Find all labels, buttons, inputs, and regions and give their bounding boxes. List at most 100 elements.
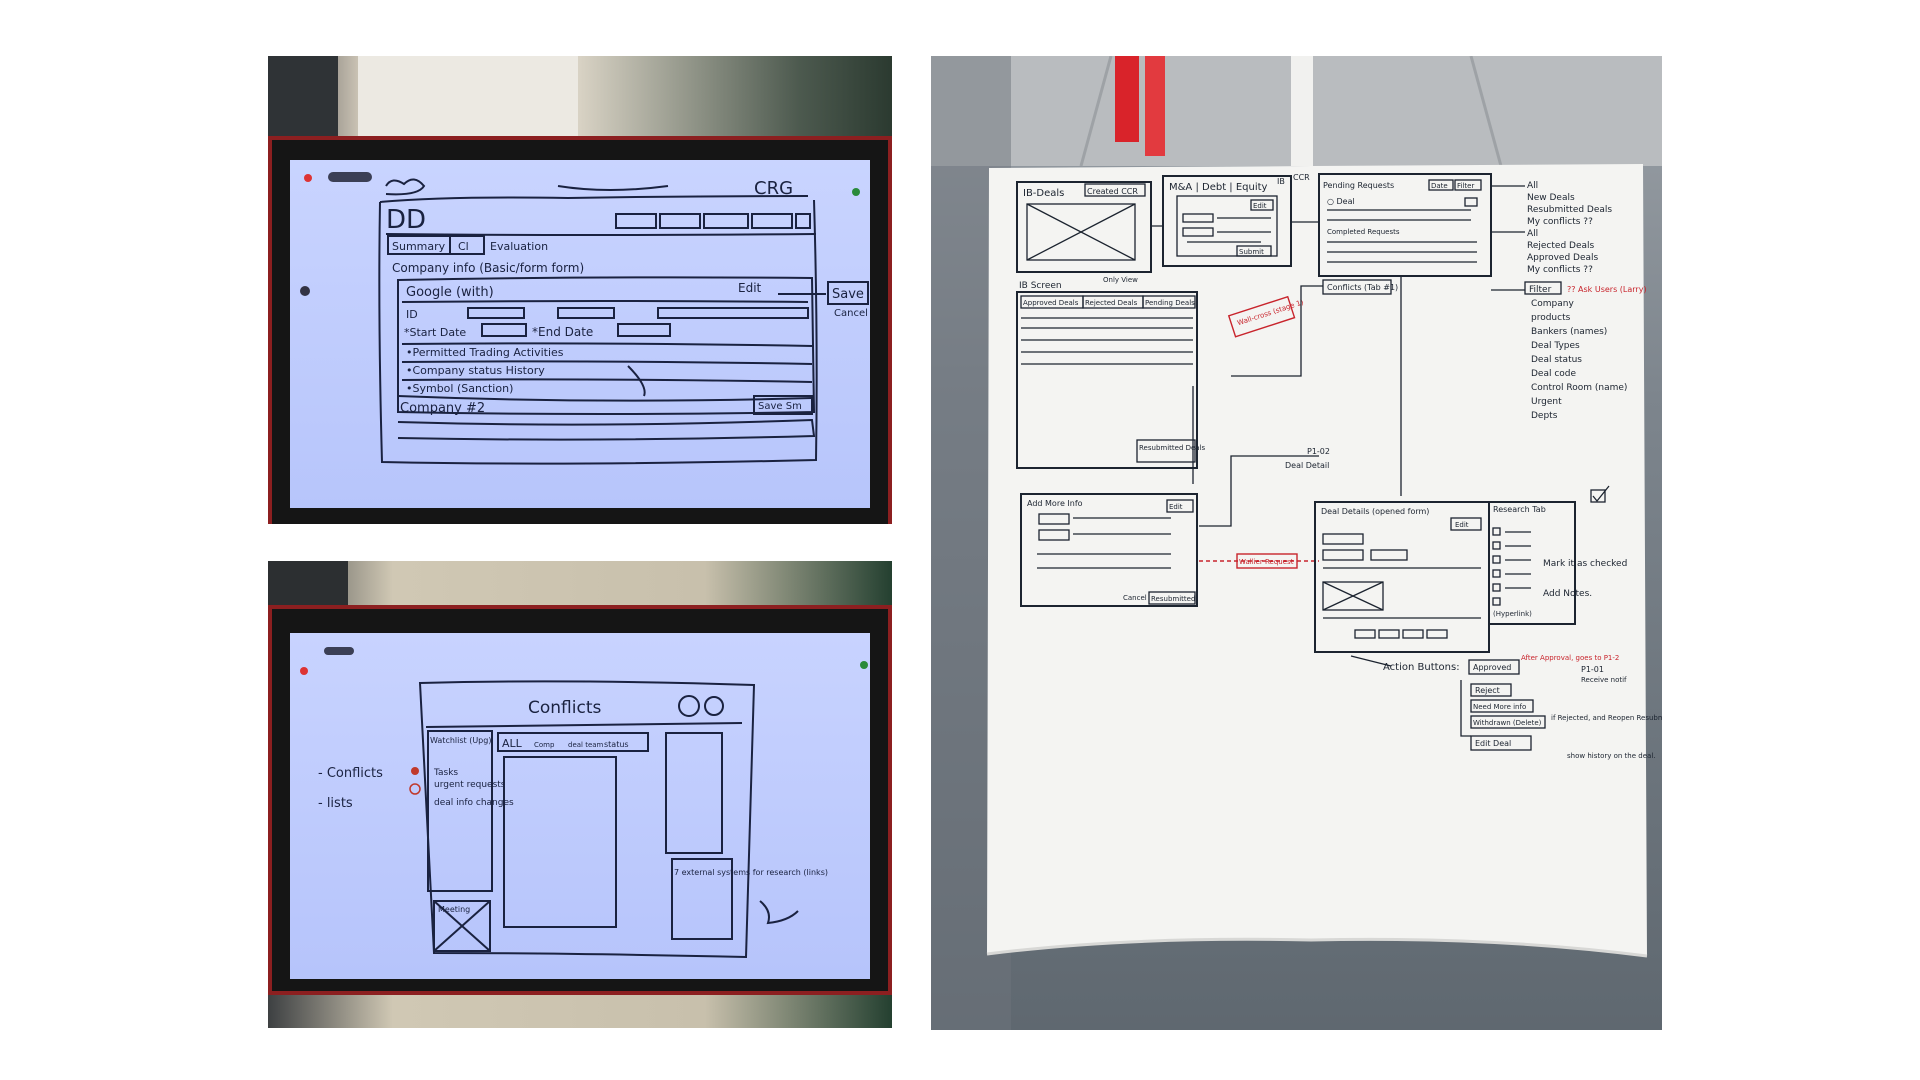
id-label: ID [406, 308, 418, 321]
only-view-label: Only View [1103, 276, 1138, 284]
row-history: •Company status History [406, 364, 545, 377]
photo-bottom-left-svg: Conflicts Watchlist (Upg) Tasks urgent r… [268, 561, 892, 1028]
photo-right-svg: IB-Deals Created CCR M&A | Debt | Equity… [931, 56, 1662, 1030]
resubmitted-button: Resubmitted [1151, 595, 1195, 603]
wallier-request: Wallier Request [1239, 558, 1294, 566]
ask-users-note: ?? Ask Users (Larry) [1567, 285, 1647, 294]
watchlist-header: Watchlist (Upg) [430, 736, 491, 745]
cancel-button: Cancel [834, 308, 868, 319]
pending-requests: Pending Requests [1323, 181, 1394, 190]
filter-options: Company products Bankers (names) Deal Ty… [1531, 299, 1627, 421]
date-label: Date [1431, 182, 1448, 190]
action-buttons-label: Action Buttons: [1383, 662, 1460, 673]
filter-status: status [604, 740, 629, 749]
filter-option-2: Bankers (names) [1531, 327, 1607, 337]
add-info-edit: Edit [1169, 503, 1183, 511]
filter-option-0: Company [1531, 299, 1574, 309]
rejected-deals: Rejected Deals [1085, 299, 1138, 307]
filter-option-7: Urgent [1531, 397, 1562, 407]
add-notes: Add Notes. [1543, 589, 1592, 599]
withdrawn-button: Withdrawn (Delete) [1473, 719, 1542, 727]
filter-dropdown: Filter [1529, 285, 1552, 295]
start-date: *Start Date [404, 326, 466, 339]
receive-notif: Receive notif [1581, 676, 1627, 684]
filter-dealteam: deal team [568, 741, 604, 749]
header-right: CRG [754, 178, 793, 199]
conflicts-tab: Conflicts (Tab #1) [1327, 283, 1398, 292]
company-name: Google (with) [406, 285, 494, 300]
mda-submit: Submit [1239, 248, 1264, 256]
deal-item: ○ Deal [1327, 197, 1355, 206]
conflicts-title: Conflicts [528, 698, 601, 718]
side-conflicts: - Conflicts [318, 766, 383, 781]
show-history-note: show history on the deal. [1567, 752, 1655, 760]
ib-screen-label: IB Screen [1019, 281, 1062, 291]
approved-deals: Approved Deals [1023, 299, 1079, 307]
filter-option-6: Control Room (name) [1531, 383, 1627, 393]
meeting-label: Meeting [438, 905, 470, 914]
dropdown-completed-1: Rejected Deals [1527, 241, 1594, 251]
dropdown-pending: All New Deals Resubmitted Deals My confl… [1527, 181, 1612, 227]
company2-label: Company #2 [400, 401, 485, 416]
deal-details-edit: Edit [1455, 521, 1469, 529]
p1-01-label: P1-01 [1581, 665, 1604, 674]
dropdown-pending-2: Resubmitted Deals [1527, 205, 1612, 215]
dropdown-pending-3: My conflicts ?? [1527, 217, 1593, 227]
mda-title: M&A | Debt | Equity [1169, 182, 1268, 193]
dropdown-pending-0: All [1527, 181, 1538, 191]
filter-option-8: Depts [1531, 411, 1558, 421]
p1-02-label: P1-02 [1307, 447, 1330, 456]
created-ccr-label: Created CCR [1087, 187, 1138, 196]
filter-all: ALL [502, 737, 523, 750]
resubmitted-deals: Resubmitted Deals [1139, 444, 1206, 452]
tab-evaluation: Evaluation [490, 240, 548, 253]
edit-link: Edit [738, 281, 762, 295]
photo-bottom-left: Conflicts Watchlist (Upg) Tasks urgent r… [268, 561, 892, 1028]
row-permitted: •Permitted Trading Activities [406, 346, 564, 359]
research-tab: Research Tab [1493, 505, 1546, 514]
ccr-tag: CCR [1293, 173, 1310, 182]
if-rejected-note: if Rejected, and Reopen Resubmit [1551, 714, 1662, 722]
list-item-dealinfo: deal info changes [434, 798, 514, 808]
external-systems-note: 7 external systems for research (links) [674, 868, 828, 877]
section-title: Company info (Basic/form form) [392, 261, 584, 275]
dropdown-completed-3: My conflicts ?? [1527, 265, 1593, 275]
photo-right: IB-Deals Created CCR M&A | Debt | Equity… [931, 56, 1662, 1030]
side-lists: - lists [318, 796, 353, 811]
need-more-info-button: Need More info [1473, 703, 1526, 711]
dropdown-pending-1: New Deals [1527, 193, 1575, 203]
filter-comp: Comp [534, 741, 555, 749]
dropdown-completed-0: All [1527, 229, 1538, 239]
hyperlink-note: (Hyperlink) [1493, 610, 1532, 618]
completed-requests: Completed Requests [1327, 228, 1400, 236]
photo-top-left-svg: CRG DD Summary Cl Evaluation Company inf… [268, 56, 892, 524]
deal-details-title: Deal Details (opened form) [1321, 507, 1429, 516]
filter-option-1: products [1531, 313, 1571, 323]
row-symbol: •Symbol (Sanction) [406, 382, 513, 395]
save-small: Save Sm [758, 401, 802, 412]
edit-deal-button: Edit Deal [1475, 739, 1511, 748]
filter-label-top: Filter [1457, 182, 1474, 190]
deal-detail-label: Deal Detail [1285, 461, 1329, 470]
filter-option-5: Deal code [1531, 369, 1577, 379]
ib-tag: IB [1277, 177, 1285, 186]
filter-option-4: Deal status [1531, 355, 1582, 365]
list-item-urgent: urgent requests [434, 780, 506, 790]
mark-checked: Mark it as checked [1543, 559, 1627, 569]
photo-top-left: CRG DD Summary Cl Evaluation Company inf… [268, 56, 892, 524]
dropdown-completed-2: Approved Deals [1527, 253, 1599, 263]
filter-option-3: Deal Types [1531, 341, 1580, 351]
after-approval-note: After Approval, goes to P1-2 [1521, 654, 1619, 662]
ib-deals-label: IB-Deals [1023, 188, 1064, 199]
reject-button: Reject [1475, 686, 1500, 695]
mda-edit: Edit [1253, 202, 1267, 210]
add-more-info: Add More Info [1027, 499, 1083, 508]
page-title: DD [386, 205, 426, 235]
save-button: Save [832, 287, 864, 302]
add-info-cancel: Cancel [1123, 594, 1147, 602]
tab-cl: Cl [458, 240, 469, 253]
list-item-tasks: Tasks [433, 768, 458, 778]
tab-summary: Summary [392, 240, 446, 253]
approved-button: Approved [1473, 663, 1511, 672]
